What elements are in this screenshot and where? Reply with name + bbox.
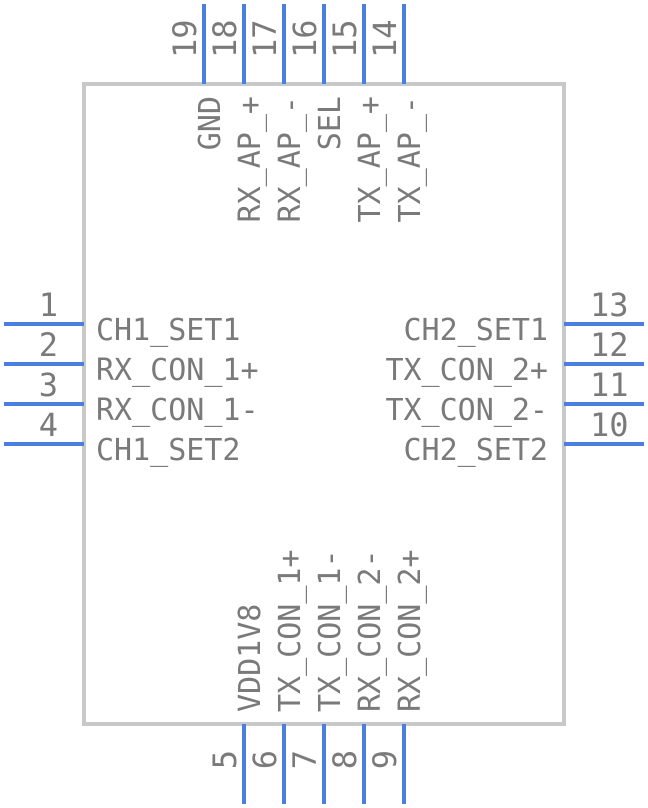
pin-16-number: 16 xyxy=(286,19,324,58)
pin-7-number: 7 xyxy=(286,750,324,769)
pin-14-number: 14 xyxy=(366,19,404,58)
pin-18-number: 18 xyxy=(206,19,244,58)
pin-4-number: 4 xyxy=(39,406,58,444)
pin-12-number: 12 xyxy=(590,326,629,364)
pin-4-label: CH1_SET2 xyxy=(96,433,241,468)
pin-18-label: RX_AP_+ xyxy=(233,96,268,222)
pin-9-number: 9 xyxy=(366,750,404,769)
pin-10-number: 10 xyxy=(590,406,629,444)
pin-14-label: TX_AP_- xyxy=(393,96,428,222)
pin-13-label: CH2_SET1 xyxy=(404,313,549,348)
pin-2-number: 2 xyxy=(39,326,58,364)
pin-15-number: 15 xyxy=(326,19,364,58)
pin-10-label: CH2_SET2 xyxy=(404,433,549,468)
pin-8-label: RX_CON_2- xyxy=(353,549,388,712)
pin-15-label: TX_AP_+ xyxy=(353,96,388,222)
pin-5-number: 5 xyxy=(206,750,244,769)
pin-16-label: SEL xyxy=(313,96,348,150)
pin-17-number: 17 xyxy=(246,19,284,58)
pin-6-number: 6 xyxy=(246,750,284,769)
pin-1-label: CH1_SET1 xyxy=(96,313,241,348)
pin-6-label: TX_CON_1+ xyxy=(273,549,308,712)
pin-9-label: RX_CON_2+ xyxy=(393,549,428,712)
pin-5-label: VDD1V8 xyxy=(233,604,268,712)
pin-2-label: RX_CON_1+ xyxy=(96,353,259,388)
pin-7-label: TX_CON_1- xyxy=(313,549,348,712)
pin-1-number: 1 xyxy=(39,286,58,324)
pin-19-label: GND xyxy=(193,96,228,150)
pin-3-number: 3 xyxy=(39,366,58,404)
pin-12-label: TX_CON_2+ xyxy=(385,353,548,388)
pin-11-number: 11 xyxy=(590,366,629,404)
pin-11-label: TX_CON_2- xyxy=(385,393,548,428)
ic-body-outline xyxy=(82,82,566,726)
pin-13-number: 13 xyxy=(590,286,629,324)
pin-17-label: RX_AP_- xyxy=(273,96,308,222)
pin-8-number: 8 xyxy=(326,750,364,769)
pin-3-label: RX_CON_1- xyxy=(96,393,259,428)
pin-19-number: 19 xyxy=(166,19,204,58)
